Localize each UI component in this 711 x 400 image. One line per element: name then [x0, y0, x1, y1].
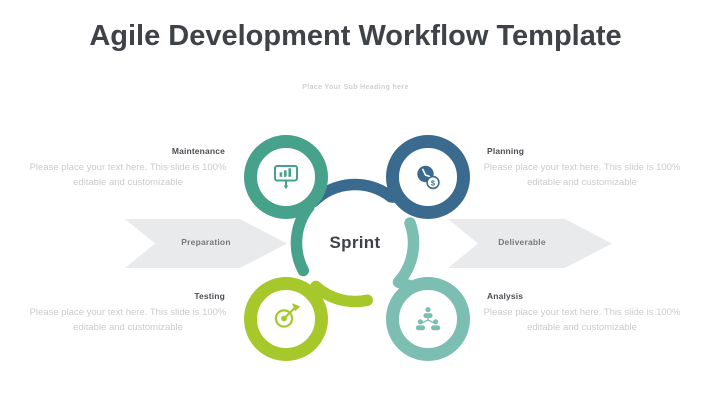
slide-title: Agile Development Workflow Template [89, 20, 622, 52]
stage-label-maintenance: Maintenance [171, 146, 225, 156]
target-dart-icon [274, 303, 301, 328]
slide-subtitle: Place Your Sub Heading here [302, 84, 409, 91]
deliverable-arrow-shape [448, 219, 612, 268]
maintenance-circle [244, 135, 328, 219]
stage-label-planning: Planning [487, 146, 525, 156]
presentation-chart-icon [274, 165, 298, 190]
time-money-icon: $ [417, 165, 440, 190]
stage-description-planning: Please place your text here. This slide … [483, 162, 681, 188]
dollar-symbol: $ [431, 178, 436, 187]
preparation-arrow-label: Preparation [181, 237, 231, 247]
stage-description-maintenance: Please place your text here. This slide … [29, 162, 227, 188]
stage-label-testing: Testing [194, 291, 225, 301]
preparation-arrow-shape [125, 219, 287, 268]
stage-description-analysis: Please place your text here. This slide … [483, 307, 681, 333]
stage-description-testing: Please place your text here. This slide … [29, 307, 227, 333]
analysis-loop-arc [392, 217, 420, 293]
sprint-center-label: Sprint [329, 233, 381, 252]
testing-loop-arc [309, 280, 373, 308]
stage-label-analysis: Analysis [487, 291, 524, 301]
deliverable-arrow-label: Deliverable [498, 237, 546, 247]
team-hierarchy-icon [415, 307, 441, 331]
